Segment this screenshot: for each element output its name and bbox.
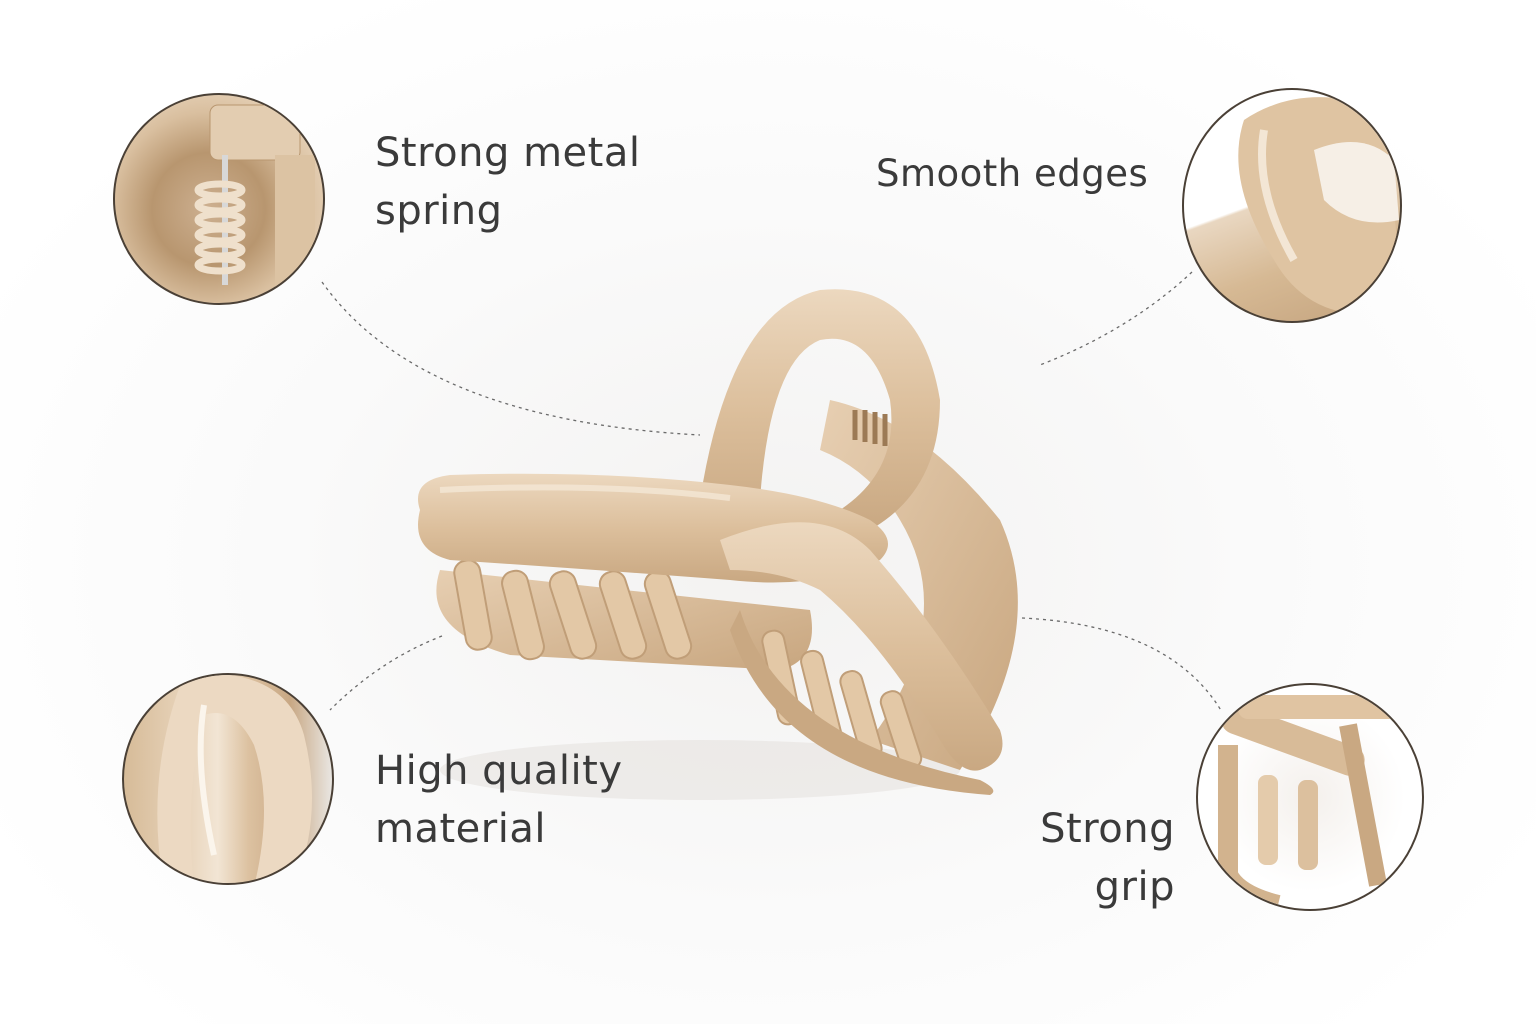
grip-teeth-icon — [1218, 695, 1422, 909]
callout-strong-grip: Strong grip — [1010, 800, 1175, 916]
connector-edges — [1039, 271, 1193, 366]
callout-smooth-edges: Smooth edges — [876, 145, 1148, 203]
callout-line: spring — [375, 188, 503, 234]
callout-line: High quality — [375, 748, 623, 794]
glossy-loop-icon — [157, 675, 312, 883]
callout-line: Strong — [1040, 806, 1175, 852]
edges-detail-circle — [1182, 88, 1402, 323]
connector-material — [329, 635, 443, 711]
callout-line: grip — [1094, 864, 1175, 910]
grip-detail-circle — [1196, 683, 1424, 911]
claw-clip-image — [418, 289, 1018, 800]
callout-line: Smooth edges — [876, 152, 1149, 195]
callout-line: Strong metal — [375, 130, 641, 176]
spring-detail-circle — [113, 93, 325, 305]
callout-strong-metal-spring: Strong metal spring — [375, 124, 640, 240]
connector-grip — [1021, 617, 1223, 713]
spring-coil-icon — [194, 104, 315, 303]
material-detail-circle — [122, 673, 334, 885]
callout-high-quality-material: High quality material — [375, 742, 622, 858]
smooth-loop-icon — [1238, 97, 1400, 315]
callout-line: material — [375, 806, 546, 852]
